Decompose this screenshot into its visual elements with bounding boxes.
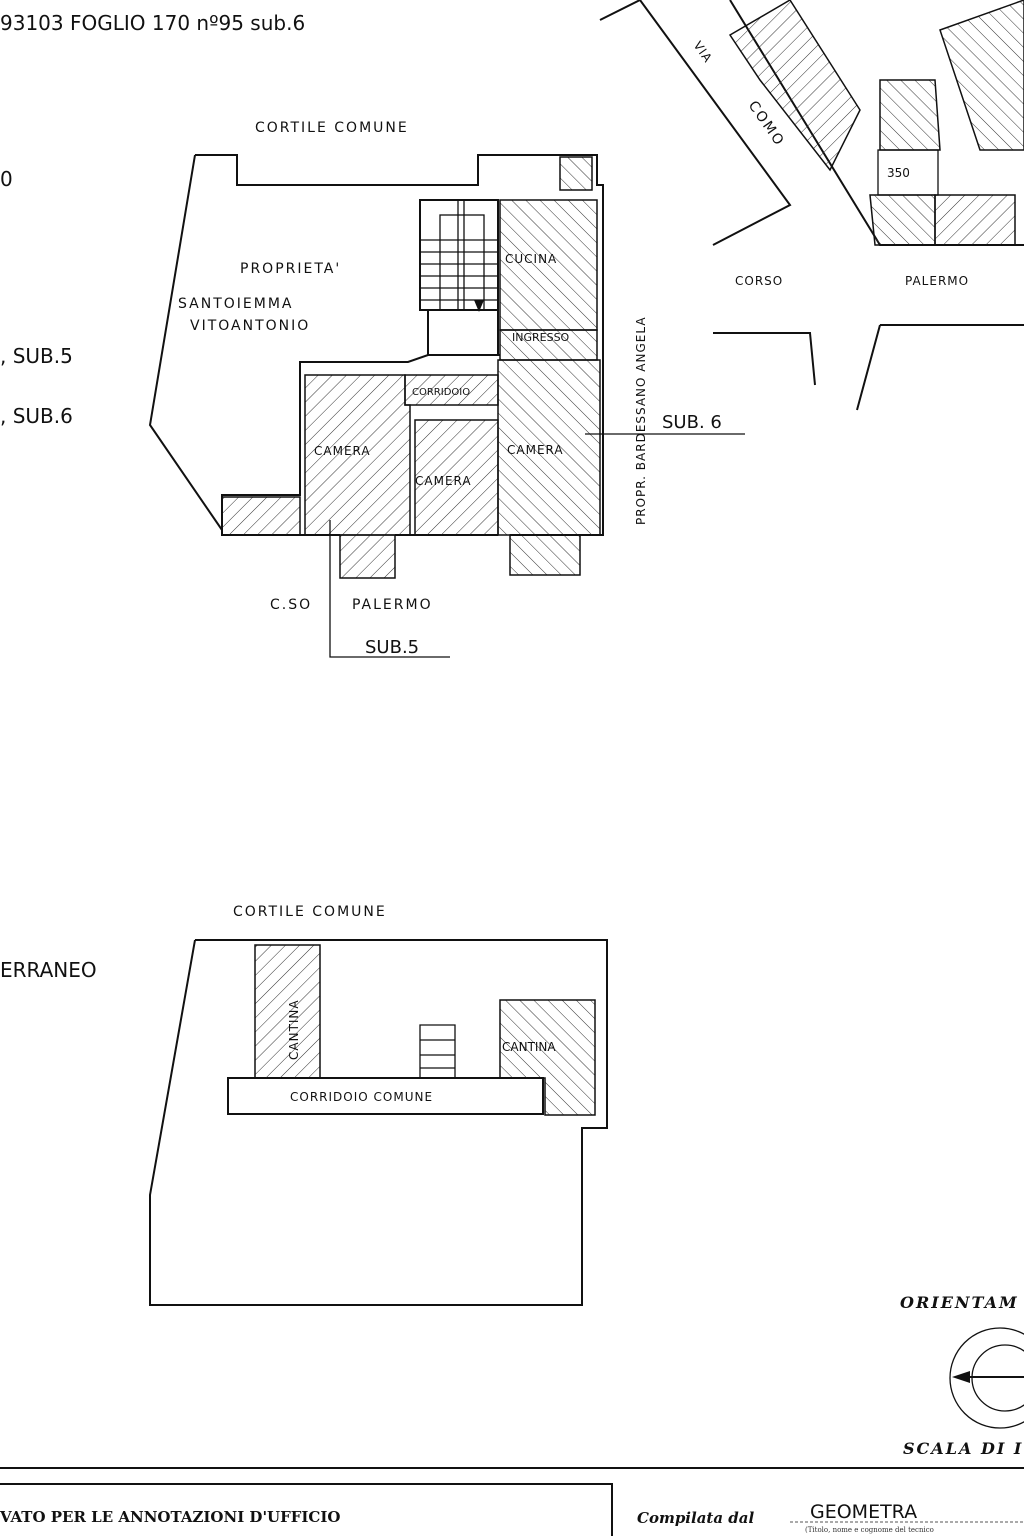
- room-camera-right: [497, 359, 601, 536]
- sub6-label: SUB. 6: [662, 412, 722, 433]
- map-label-corso: CORSO: [735, 274, 783, 288]
- left-label-sub6: , SUB.6: [0, 404, 73, 428]
- left-label-sub5: , SUB.5: [0, 344, 73, 368]
- scale-label: SCALA DI I: [903, 1439, 1023, 1458]
- room-label-ingresso: INGRESSO: [512, 331, 570, 344]
- compiled-by-value: GEOMETRA: [810, 1501, 917, 1523]
- compass-outer-circle: [949, 1327, 1024, 1429]
- map-label-via: VIA: [691, 39, 716, 66]
- owner-label-surname: SANTOIEMMA: [178, 296, 293, 312]
- cellar-label-left: CANTINA: [287, 999, 301, 1060]
- street-label-palermo: PALERMO: [352, 597, 433, 613]
- room-label-corridoio: CORRIDOIO: [412, 387, 470, 398]
- document-header: 93103 FOGLIO 170 nº95 sub.6: [0, 11, 305, 35]
- owner-label-name: VITOANTONIO: [190, 318, 310, 334]
- map-label-palermo: PALERMO: [905, 274, 969, 288]
- room-label-camera-left: CAMERA: [314, 444, 371, 458]
- location-map: 350 VIA COMO CORSO PALERMO: [599, 0, 1024, 411]
- cellar-right: [499, 999, 596, 1116]
- room-label-camera-middle: CAMERA: [415, 474, 472, 488]
- room-label-camera-right: CAMERA: [507, 443, 564, 457]
- courtyard-label: CORTILE COMUNE: [255, 120, 409, 136]
- basement-plan: CORTILE COMUNE CANTINA CANTINA CORRIDOIO…: [149, 904, 608, 1306]
- street-label-cso: C.SO: [270, 597, 312, 613]
- office-annotation-label: VATO PER LE ANNOTAZIONI D'UFFICIO: [0, 1508, 340, 1526]
- sub5-label: SUB.5: [365, 637, 419, 658]
- office-annotation-box: [0, 1483, 613, 1536]
- compiled-by-caption: (Titolo, nome e cognome del tecnico: [805, 1526, 934, 1534]
- basement-courtyard-label: CORTILE COMUNE: [233, 904, 387, 920]
- room-label-cucina: CUCINA: [505, 252, 557, 266]
- corridor-label: CORRIDOIO COMUNE: [290, 1090, 433, 1104]
- orientation-title: ORIENTAM: [900, 1293, 1019, 1312]
- parcel-number: 350: [887, 166, 910, 180]
- orientation-block: ORIENTAM SCALA DI I: [900, 1293, 1024, 1458]
- left-label-0: 0: [0, 167, 13, 191]
- neighbor-owner-label: PROPR. BARDESSANO ANGELA: [634, 316, 648, 525]
- left-label-interrato: ERRANEO: [0, 958, 97, 982]
- cellar-left: [254, 944, 321, 1079]
- owner-label-proprieta: PROPRIETA': [240, 261, 341, 277]
- upper-floor-plan: CORTILE COMUNE PROPRIETA' SANTOIEMMA VIT…: [148, 120, 745, 658]
- compiled-by-label: Compilata dal: [637, 1509, 754, 1527]
- cellar-label-right: CANTINA: [502, 1040, 556, 1054]
